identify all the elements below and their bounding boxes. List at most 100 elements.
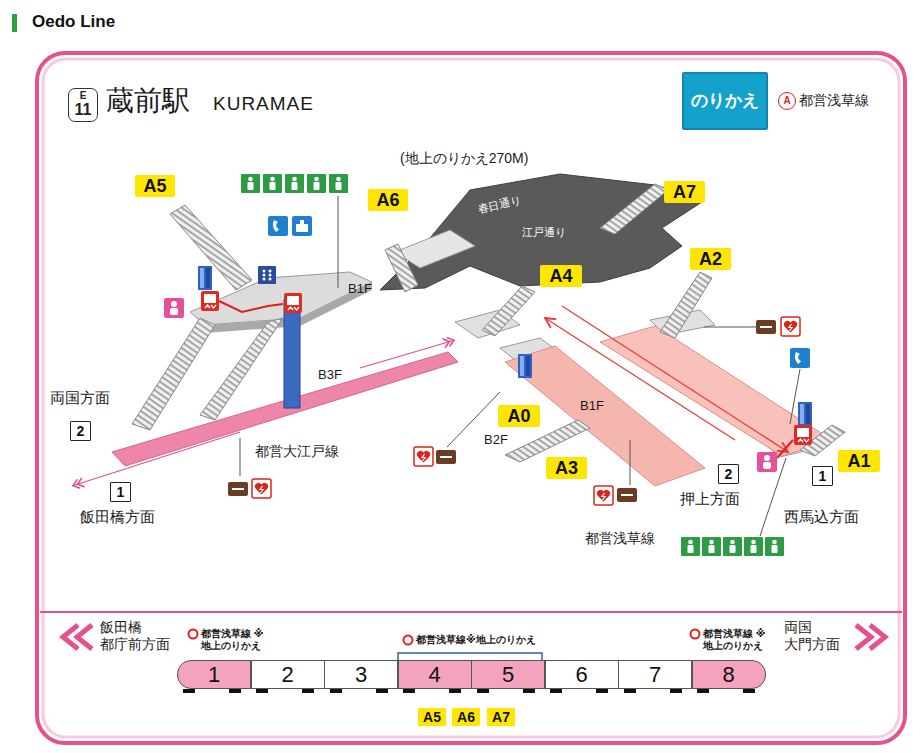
exit-number-box: A7	[664, 181, 705, 204]
facility-icon	[292, 216, 312, 236]
station-number-box: E11	[68, 88, 98, 122]
car-number: 6	[575, 663, 587, 686]
car-number-box: 4	[398, 660, 472, 689]
map-label: 春日通り	[477, 194, 523, 216]
line-icon: A	[783, 96, 790, 107]
facility-icon	[307, 174, 326, 193]
label-holder: 押上方面	[680, 490, 740, 508]
facility-icon	[757, 452, 777, 472]
exit-number: A6	[376, 191, 399, 210]
exit-number-box: A7	[487, 708, 515, 727]
map-label: (地上のりかえ270M)	[400, 150, 528, 167]
label-holder: B2F	[484, 432, 508, 448]
label-holder: 都営浅草線	[585, 530, 655, 547]
facility-icon	[164, 174, 812, 556]
elevator-route	[777, 440, 793, 458]
page-title: Oedo Line	[32, 12, 115, 32]
label-holder: 飯田橋方面	[80, 508, 155, 526]
label-holder: 春日通り	[477, 194, 523, 216]
car-number: 8	[722, 663, 734, 686]
staircase	[200, 318, 283, 420]
label-holder: B3F	[318, 367, 342, 383]
facility-icon	[198, 266, 212, 290]
facility-icon	[617, 488, 637, 502]
street-area	[380, 174, 705, 290]
facility-icon	[329, 174, 348, 193]
facility-icon	[723, 537, 742, 556]
exit-number: A5	[423, 710, 441, 725]
facility-icon	[414, 447, 433, 466]
label-holder: 都営大江戸線	[255, 443, 339, 460]
staircase	[132, 184, 845, 462]
track-number-box: 1	[812, 466, 833, 486]
map-label: 都営浅草線 ※地上のりかえ	[201, 628, 281, 652]
elevator-route	[219, 301, 283, 312]
car-number: 4	[428, 663, 440, 686]
car-number: 7	[649, 663, 661, 686]
facility-icon	[781, 317, 800, 336]
facility-icon	[798, 402, 812, 426]
label-holder: 蔵前駅	[106, 84, 190, 118]
map-label: 押上方面	[680, 490, 740, 508]
car-wheels	[183, 689, 755, 693]
staircase	[170, 205, 252, 290]
direction-chevron	[870, 625, 885, 649]
facility-icon	[164, 298, 184, 318]
street-area	[380, 174, 705, 290]
exit-number-box: A6	[368, 189, 408, 212]
car-number-box: 2	[251, 660, 325, 689]
exit-number-box: A1	[838, 450, 880, 473]
car-bracket	[398, 653, 542, 660]
map-label: B3F	[318, 367, 342, 383]
map-panel	[43, 59, 899, 737]
heading-holder: Oedo Line	[32, 12, 115, 32]
label-holder: 都営浅草線※地上のりかえ	[416, 634, 536, 646]
facility-icon	[765, 537, 784, 556]
transfer-mark	[404, 636, 413, 645]
station-number: 11	[75, 102, 92, 119]
exit-number: A1	[847, 452, 870, 471]
facility-icon	[268, 216, 288, 236]
line-icon-box: A	[778, 92, 796, 110]
track-number-box: 2	[718, 464, 739, 484]
map-label: 蔵前駅	[106, 84, 190, 118]
map-label: 都営浅草線	[585, 530, 655, 547]
facility-icon	[594, 486, 613, 505]
map-label: 都営大江戸線	[255, 443, 339, 460]
staircase	[660, 272, 712, 338]
facility-icon	[436, 450, 456, 464]
map-label: 西馬込方面	[784, 508, 859, 526]
facility-icon	[263, 174, 282, 193]
facility-icon	[201, 291, 219, 311]
facility-icon	[794, 425, 812, 445]
car-number-box: 6	[545, 660, 619, 689]
exit-number: A7	[673, 183, 696, 202]
facility-icon	[285, 174, 304, 193]
map-panel	[40, 611, 902, 613]
staircase	[482, 286, 535, 336]
transfer-mark	[189, 630, 198, 639]
direction-arrow	[545, 318, 735, 440]
map-label: 都営浅草線	[799, 92, 869, 109]
label-holder: B1F	[348, 281, 372, 297]
facility-icon	[252, 479, 271, 498]
exit-number-box: A5	[135, 175, 175, 198]
map-label: 両国方面	[50, 389, 110, 407]
staircase	[600, 184, 668, 234]
track-number-box: 2	[70, 421, 91, 441]
direction-chevron	[856, 625, 871, 649]
staircase	[385, 244, 418, 292]
exit-number-box: A0	[498, 405, 540, 428]
exit-number: A0	[507, 407, 530, 426]
map-label: 両国 大門方面	[784, 619, 854, 653]
exit-number: A6	[457, 710, 475, 725]
exit-number-box: A5	[418, 708, 446, 727]
track-number: 1	[819, 469, 827, 484]
map-label: KURAMAE	[213, 93, 314, 116]
oedo-platform	[72, 432, 240, 486]
exit-number-box: A3	[546, 457, 587, 480]
car-number-box: 8	[692, 660, 766, 689]
track-number: 2	[77, 424, 85, 439]
transfer-badge-box: のりかえ	[682, 72, 768, 130]
